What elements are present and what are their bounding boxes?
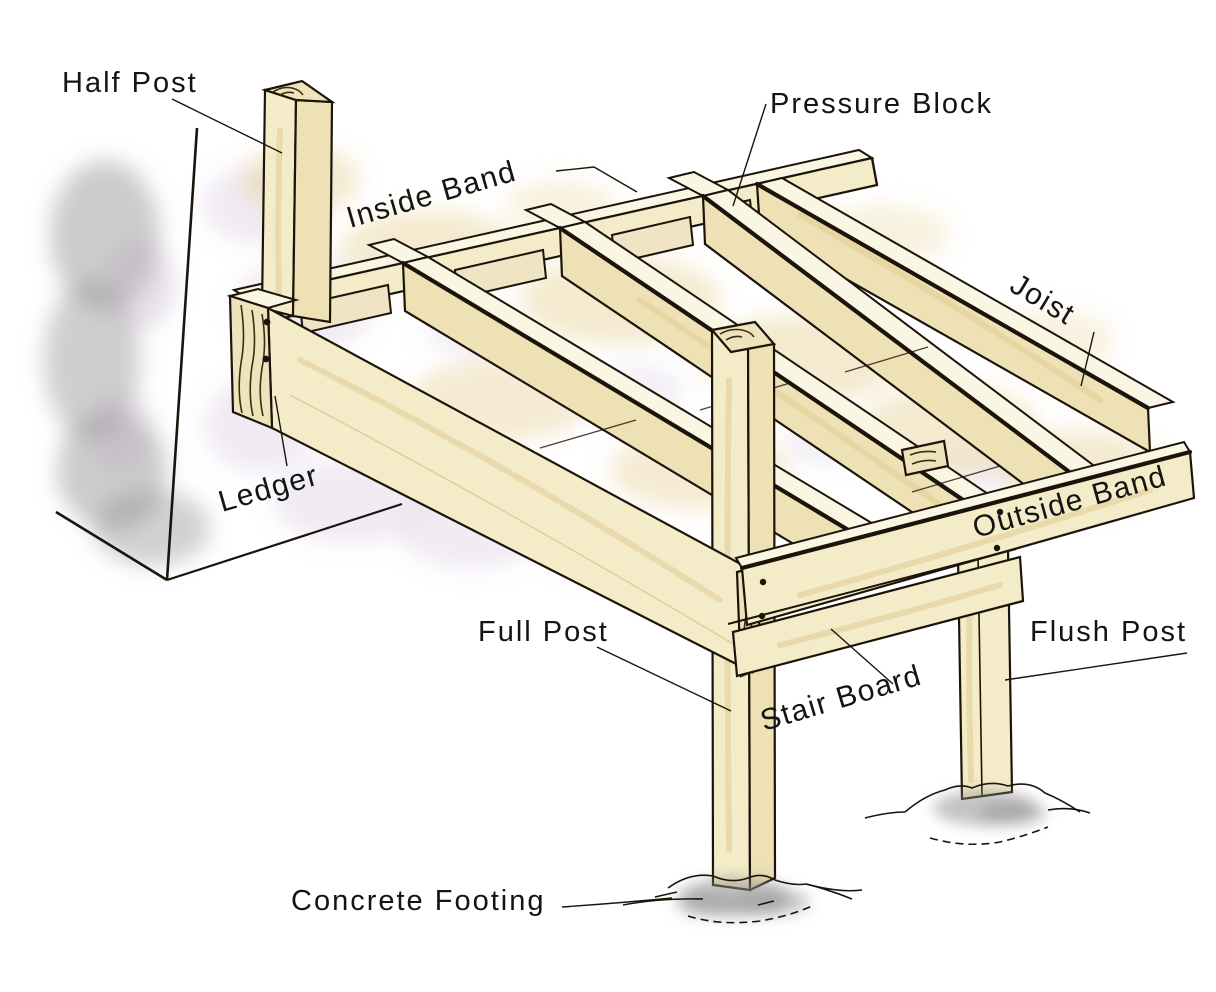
ledger-endgrain [228, 294, 274, 430]
leader-pressure-block [732, 103, 767, 207]
leader-lines [171, 98, 1188, 908]
stair-board [727, 548, 1025, 678]
ledger-bolt [263, 318, 271, 326]
leader-stair-board [830, 628, 894, 685]
band-screw [759, 578, 767, 586]
label-stair-board: Stair Board [757, 659, 926, 738]
full-post-endgrain [709, 320, 777, 354]
half-post [260, 79, 336, 324]
ledger-bolt [262, 355, 270, 363]
label-full-post: Full Post [478, 616, 609, 648]
leader-half-post [171, 98, 283, 154]
ledger [226, 287, 754, 674]
leader-joist [1080, 331, 1095, 387]
label-half-post: Half Post [62, 67, 198, 99]
outside-band [734, 440, 1196, 627]
joist-3 [700, 188, 1108, 531]
band-screw [993, 544, 1001, 552]
leader-flush-post [1004, 652, 1188, 681]
footing-full-post [622, 874, 863, 924]
footing-flush-post [864, 782, 1091, 846]
band-screw [996, 508, 1004, 516]
ground-line [166, 502, 403, 582]
leader-inside-band [555, 166, 638, 193]
label-concrete-footing: Concrete Footing [291, 885, 545, 917]
label-pressure-block: Pressure Block [770, 88, 993, 120]
leader-concrete-footing [561, 897, 673, 908]
house-wall [55, 127, 403, 582]
flush-post-top-endgrain [900, 439, 950, 477]
leader-ledger [274, 395, 288, 467]
label-flush-post: Flush Post [1030, 616, 1187, 648]
leader-full-post [596, 646, 732, 712]
rim-joist [754, 176, 1176, 454]
